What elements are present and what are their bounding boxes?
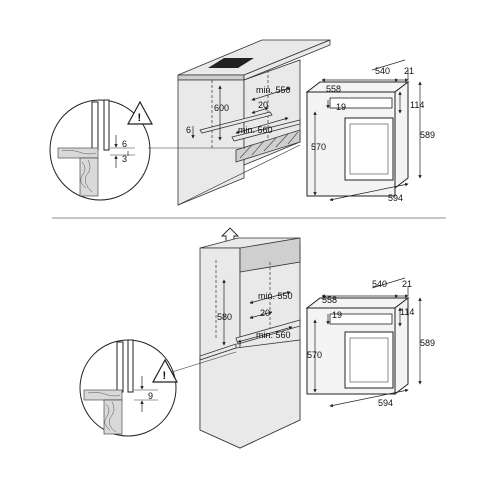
bottom-detail-circle: 9 ! — [79, 339, 237, 437]
warning-icon — [151, 358, 179, 383]
bottom-label-594: 594 — [378, 398, 393, 408]
countertop — [177, 39, 331, 81]
top-label-6: 6 — [186, 125, 191, 135]
bottom-detail-label-9: 9 — [148, 391, 153, 401]
top-label-540: 540 — [375, 66, 390, 76]
bottom-label-19: 19 — [332, 310, 342, 320]
bottom-label-570: 570 — [307, 350, 322, 360]
warning-mark: ! — [138, 112, 142, 124]
bottom-label-540: 540 — [372, 279, 387, 289]
top-label-600: 600 — [214, 103, 229, 113]
warning-icon — [126, 100, 154, 125]
top-label-21: 21 — [404, 66, 414, 76]
top-label-min560: min. 560 — [238, 125, 273, 135]
bottom-panel: min. 550 580 20 min. 560 9 ! — [79, 227, 435, 449]
top-label-594: 594 — [388, 193, 403, 203]
bottom-label-min560: min. 560 — [256, 330, 291, 340]
bottom-label-min550: min. 550 — [258, 291, 293, 301]
bottom-label-20: 20 — [260, 308, 270, 318]
tall-cabinet — [199, 237, 301, 449]
top-oven — [305, 80, 410, 197]
top-label-589: 589 — [420, 130, 435, 140]
warning-mark: ! — [163, 370, 167, 382]
top-label-20: 20 — [258, 100, 268, 110]
top-panel: min. 550 600 20 min. 560 6 6 — [49, 39, 435, 206]
bottom-label-589: 589 — [420, 338, 435, 348]
bottom-label-21: 21 — [402, 279, 412, 289]
top-label-570: 570 — [311, 142, 326, 152]
top-label-558: 558 — [326, 84, 341, 94]
top-label-19: 19 — [336, 102, 346, 112]
bottom-label-114: 114 — [400, 307, 414, 317]
top-detail-label-6: 6 — [122, 139, 127, 149]
top-detail-circle: 6 3 ! — [49, 99, 245, 201]
bottom-oven — [305, 296, 410, 396]
bottom-label-580: 580 — [217, 312, 232, 322]
top-detail-label-3: 3 — [122, 154, 127, 164]
bottom-label-558: 558 — [322, 295, 337, 305]
top-label-min550: min. 550 — [256, 85, 291, 95]
top-label-114: 114 — [410, 100, 424, 110]
